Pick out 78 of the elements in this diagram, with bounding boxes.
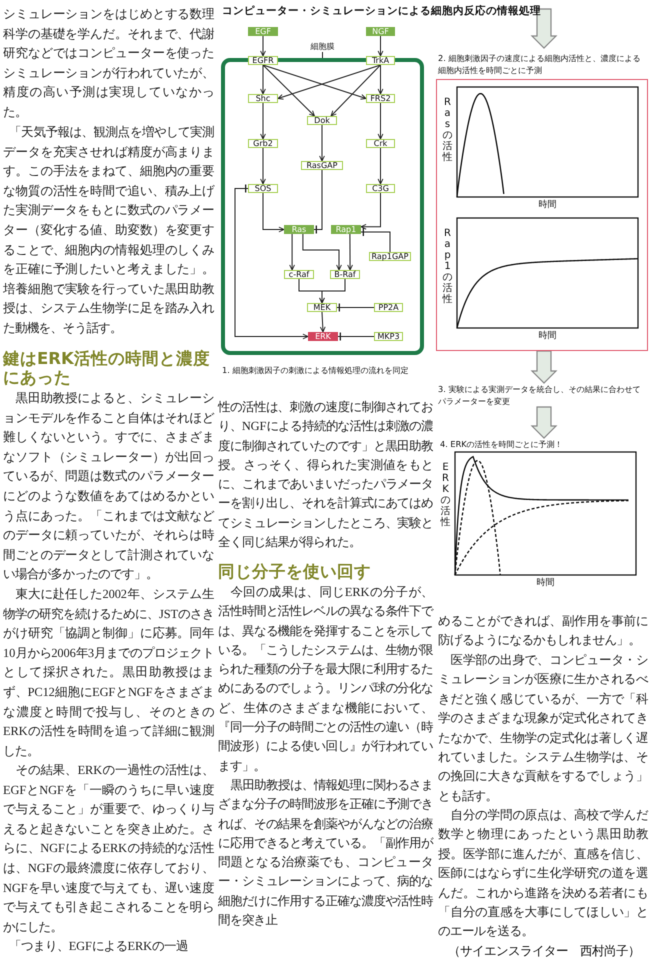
axis-title: ERKの活性 <box>440 462 451 528</box>
article-paragraph: 黒田助教授によると、シミュレーションモデルを作ること自体はそれほど難しくないという。すでに、さまざまなソフト（シミュレーター）が出回っているが、問題は数式のパラメーターにどのような数値をあてはめるかという点にあった。「これまでは文献などのデータに頼っていたが、それらは時間ごとのデータとして計測されていない場合が多かったのです」。 <box>3 390 214 584</box>
article-paragraph: 黒田助教授は、情報処理に関わるさまざまな分子の時間波形を正確に予測できれば、その結果を創薬やがんなどの治療に応用できると考えている。「副作用が問題となる治療薬でも、コンピューター・シミュレーションによって、病的な細胞だけに作用する正確な濃度や活性時間を突き止 <box>218 777 433 930</box>
arrow <box>260 102 266 140</box>
article-paragraph: 今回の成果は、同じERKの分子が、活性時間と活性レベルの異なる条件下では、異なる機能を発揮することを示している。「こうしたシステムは、生物が限られた種類の分子を最大限に利用するためにあるのでしょう。リンパ球の分化など、生体のさまざまな機能において、『同一分子の時間ごとの活性の違い（時間波形）による使い回し』が行われています」。 <box>218 584 433 775</box>
axis-title: 時間 <box>538 331 558 342</box>
arrow <box>347 234 353 270</box>
block-arrow <box>530 406 558 439</box>
arrow <box>260 148 266 184</box>
protein-box: SOS <box>248 184 278 193</box>
protein-box: FRS2 <box>366 94 395 103</box>
inhibition-line <box>336 302 374 312</box>
step-heading: 2. 細胞刺激因子の速度による細胞内活性と、濃度による細胞内活性を時間ごとに予測 <box>438 52 642 76</box>
article-paragraph: 「つまり、EGFによるERKの一過 <box>8 938 189 955</box>
cell-outline <box>221 58 424 355</box>
protein-box: ERK <box>308 332 338 341</box>
arrow <box>378 102 384 140</box>
article-paragraph: その結果、ERKの一過性の活性は、EGFとNGFを「一瞬のうちに早い速度で与えること」が重要で、ゆっくり与えると起きないことを突き止めた。さらに、NGFによるERKの持続的な活性は、NGFの最終濃度に依存しており、NGFを早い速度で与えても、遅い速度で与えても引き起こされることを明らかにした。 <box>3 762 214 936</box>
arrow <box>262 64 366 100</box>
arrow <box>262 64 315 116</box>
arrow <box>378 148 384 184</box>
axis-title: 時間 <box>536 578 556 589</box>
inhibition-line <box>338 332 374 342</box>
article-paragraph: 「天気予報は、観測点を増やして実測データを充実させれば精度が高まります。この手法をまねて、細胞内の重要な物質の活性を時間で追い、積み上げた実測データをもとに数式のパラメーター（変化する値、助変数）を変更することで、細胞内の情報処理のしくみを正確に予測したいと考えました」。培養細胞で実験を行っていた黒田助教授は、システム生物学に足を踏み入れた動機を、そう話す。 <box>3 124 214 337</box>
arrow <box>320 312 326 332</box>
step-heading: 4. ERKの活性を時間ごとに予測！ <box>440 438 563 450</box>
inhibition-line <box>360 227 390 252</box>
protein-box: TrkA <box>366 56 395 65</box>
protein-box: Dok <box>307 116 337 125</box>
article-paragraph: 医学部の出身で、コンピュータ・シミュレーションが医療に生かされるべきだと強く感じているが、一方で「科学のさまざまな現象が定式化されてきたなかで、生物学の定式化は著しく遅れていました。システム生物学は、その挽回に大きな貢献をするでしょう」とも話す。 <box>438 652 648 805</box>
membrane-label: 細胞膜 <box>309 42 336 52</box>
article-paragraph: 東大に赴任した2002年、システム生物学の研究を続けるために、JSTのさきがけ研究「協調と制御」に応募。同年10月から2006年3月までのプロジェクトとして採択された。黒田助教授はまず、PC12細胞にEGFとNGFをさまざまな濃度と時間で投与し、そのときのERKの活性を時間を追って詳細に観測した。 <box>3 586 214 760</box>
protein-box: RasGAP <box>301 161 343 170</box>
protein-box: MKP3 <box>374 332 403 341</box>
arrow <box>278 64 381 100</box>
arrow <box>319 124 325 162</box>
protein-box: EGF <box>248 27 278 36</box>
section-heading: 同じ分子を使い回す <box>218 562 372 581</box>
arrow <box>319 278 346 304</box>
step-text: 3. 実験による実測データを統合し、その結果に合わせてパラメーターを変更 <box>438 383 648 407</box>
arrow <box>260 36 266 56</box>
article-paragraph: めることができれば、副作用を事前に防げるようになるかもしれません」。 <box>438 613 648 650</box>
arrow <box>378 36 384 56</box>
inhibition-line <box>314 170 322 234</box>
figure-caption: 1. 細胞刺激因子の刺激による情報処理の流れを同定 <box>222 364 408 376</box>
leader-line <box>322 52 323 58</box>
arrow <box>262 192 284 232</box>
protein-box: MEK <box>307 303 337 312</box>
arrow <box>260 64 266 94</box>
arrow <box>360 192 381 230</box>
protein-box: EGFR <box>248 56 278 65</box>
axis-title: Rasの活性 <box>442 97 453 163</box>
protein-box: Crk <box>366 139 395 148</box>
arrow <box>289 234 295 270</box>
axis-title: Rap1の活性 <box>442 228 453 305</box>
protein-box: Rap1 <box>331 225 361 234</box>
protein-box: c-Raf <box>284 270 314 279</box>
arrow <box>378 64 384 94</box>
arrow <box>330 64 381 116</box>
section-heading: 鍵はERK活性の時間と濃度にあった <box>3 349 211 387</box>
arrow <box>302 234 342 270</box>
axis-title: 時間 <box>538 200 558 211</box>
protein-box: NGF <box>366 27 395 36</box>
protein-box: Shc <box>248 94 278 103</box>
diagram-title: コンピューター・シミュレーションによる細胞内反応の情報処理 <box>222 5 541 18</box>
protein-box: Rap1GAP <box>369 252 411 261</box>
arrow <box>234 184 308 340</box>
protein-box: C3G <box>366 184 395 193</box>
protein-box: Ras <box>284 225 314 234</box>
article-paragraph: シミュレーションをはじめとする数理科学の基礎を学んだ。それまで、代謝研究などではコンピューターを使ったシミュレーションが行われていたが、精度の高い予測は実現していなかった。 <box>3 6 214 121</box>
byline: （サイエンスライター 西村尚子） <box>447 943 640 960</box>
block-arrow <box>530 8 558 49</box>
protein-box: PP2A <box>374 303 403 312</box>
article-paragraph: 自分の学問の原点は、高校で学んだ数学と物理にあったという黒田助教授。医学部に進んだが、直感を信じ、医師にはならずに生化学研究の道を選んだ。これから進路を決める若者にも「自分の直感を大事にしてほしい」とのエールを送る。 <box>438 807 648 940</box>
protein-box: B-Raf <box>330 270 360 279</box>
protein-box: Grb2 <box>248 139 278 148</box>
block-arrow <box>530 350 558 384</box>
article-paragraph: 性の活性は、刺激の速度に制御されており、NGFによる持続的な活性は刺激の濃度に制御されていたのです」と黒田助教授。さっそく、得られた実測値をもとに、これまであいまいだったパラメーターを割り出し、それを計算式にあてはめてシミュレーションしたところ、実験と全く同じ結果が得られた。 <box>218 399 433 552</box>
